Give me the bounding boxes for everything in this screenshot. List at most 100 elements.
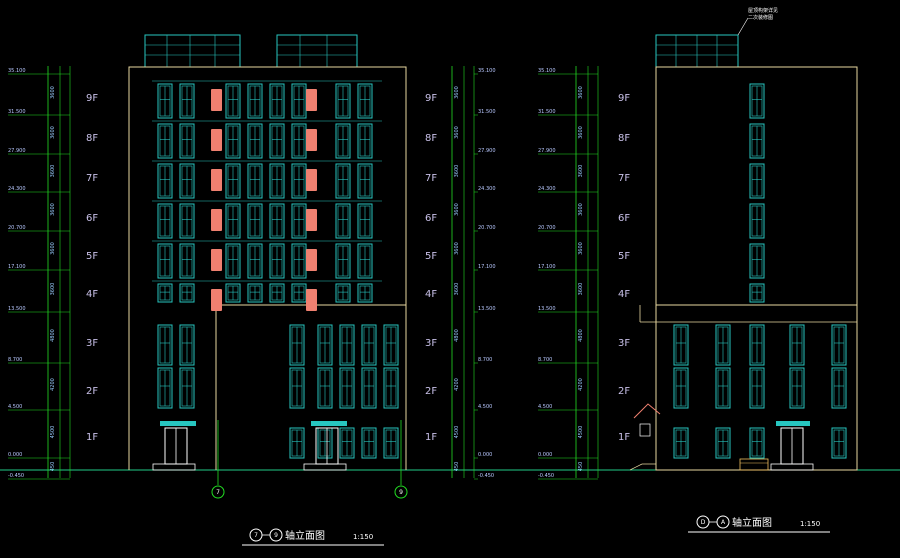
window-right-lower-0-1 [673, 367, 689, 409]
window-right-upper-0 [749, 83, 765, 119]
window-right-lower-1-1 [715, 367, 731, 409]
window-left-5-6 [335, 283, 351, 303]
title-axis-label-7: 7 [254, 532, 258, 539]
right-entrances [629, 403, 814, 471]
floor-label-1-4: 5F [425, 251, 437, 262]
window-right-lower-4-1 [831, 367, 847, 409]
dimension-label-0-2: 3600 [50, 165, 56, 178]
facade-panel-5-1 [306, 289, 317, 311]
window-podium-1-1 [317, 367, 333, 409]
dimension-label-1-9: 450 [454, 462, 460, 472]
floor-label-0-8: 1F [86, 432, 98, 443]
window-left-2-7 [357, 163, 373, 199]
elevation-label-2-5: 17.100 [538, 264, 556, 270]
elevation-label-1-4: 20.700 [478, 225, 496, 231]
facade-panel-3-0 [211, 209, 222, 231]
elevation-label-1-0: 35.100 [478, 68, 496, 74]
window-left-4-1 [179, 243, 195, 279]
window-left-3-3 [247, 203, 263, 239]
window-podium-2-1 [339, 367, 355, 409]
left-elevation: 7 9 [128, 34, 408, 499]
level-column-2: 35.10031.50027.90024.30020.70017.10013.5… [538, 66, 630, 480]
facade-panel-2-1 [306, 169, 317, 191]
axis-label-d: D [701, 519, 706, 526]
floor-label-0-7: 2F [86, 386, 98, 397]
dimension-label-2-5: 3600 [578, 283, 584, 296]
floor-label-0-6: 3F [86, 338, 98, 349]
window-left-3-5 [291, 203, 307, 239]
window-left-3-0 [157, 203, 173, 239]
left-drawing-scale: 1:150 [353, 533, 373, 541]
window-left-0-1 [179, 83, 195, 119]
window-left-4-6 [335, 243, 351, 279]
window-left-1-3 [247, 123, 263, 159]
facade-panel-3-1 [306, 209, 317, 231]
facade-panel-1-0 [211, 129, 222, 151]
floor-label-0-2: 7F [86, 173, 98, 184]
left-drawing-title-block: 7 9 轴立面图 1:150 [242, 528, 384, 546]
window-left-3-4 [269, 203, 285, 239]
window-left-2-4 [269, 163, 285, 199]
floor-label-0-5: 4F [86, 289, 98, 300]
window-left-0-5 [291, 83, 307, 119]
title-axis-label-9: 9 [274, 532, 278, 539]
right-drawing-scale: 1:150 [800, 520, 820, 528]
left-drawing-title: 轴立面图 [285, 529, 325, 542]
window-left-3-7 [357, 203, 373, 239]
floor-label-0-3: 6F [86, 213, 98, 224]
dimension-label-0-5: 3600 [50, 283, 56, 296]
window-left-lower-0-0 [157, 324, 173, 366]
right-drawing-title: 轴立面图 [732, 516, 772, 529]
elevation-label-2-3: 24.300 [538, 186, 556, 192]
dimension-label-2-0: 3600 [578, 86, 584, 99]
dimension-label-1-2: 3600 [454, 165, 460, 178]
window-left-1-7 [357, 123, 373, 159]
elevation-label-1-3: 24.300 [478, 186, 496, 192]
window-right-upper-1 [749, 123, 765, 159]
dimension-label-2-3: 3600 [578, 203, 584, 216]
dimension-label-2-1: 3600 [578, 126, 584, 139]
right-upper-volume [655, 66, 858, 306]
left-entrance [152, 421, 347, 471]
level-dimension-columns: 35.10031.50027.90024.30020.70017.10013.5… [8, 66, 630, 480]
elevation-label-1-5: 17.100 [478, 264, 496, 270]
dimension-label-1-4: 3600 [454, 242, 460, 255]
roof-note-leader [737, 17, 749, 36]
dimension-label-1-3: 3600 [454, 203, 460, 216]
window-podium-ground-4 [383, 427, 399, 459]
window-left-1-5 [291, 123, 307, 159]
window-right-upper-4 [749, 243, 765, 279]
dimension-label-1-1: 3600 [454, 126, 460, 139]
window-podium-ground-1 [317, 427, 333, 459]
dimension-label-0-4: 3600 [50, 242, 56, 255]
elevation-label-2-10: -0.450 [538, 473, 554, 479]
window-right-lower-0-0 [673, 324, 689, 366]
window-left-5-5 [291, 283, 307, 303]
dimension-label-2-9: 450 [578, 462, 584, 472]
floor-label-1-1: 8F [425, 133, 437, 144]
window-podium-4-1 [383, 367, 399, 409]
window-left-5-4 [269, 283, 285, 303]
elevation-label-0-5: 17.100 [8, 264, 26, 270]
dimension-label-1-5: 3600 [454, 283, 460, 296]
floor-label-1-3: 6F [425, 213, 437, 224]
elevation-label-0-9: 0.000 [8, 452, 22, 458]
floor-label-1-2: 7F [425, 173, 437, 184]
window-left-2-1 [179, 163, 195, 199]
elevation-label-1-7: 8.700 [478, 357, 492, 363]
window-left-2-2 [225, 163, 241, 199]
dimension-label-2-2: 3600 [578, 165, 584, 178]
axis-bubble-title-9 [269, 528, 283, 542]
window-podium-2-0 [339, 324, 355, 366]
level-column-0: 35.10031.50027.90024.30020.70017.10013.5… [8, 66, 98, 480]
window-left-0-7 [357, 83, 373, 119]
window-left-1-1 [179, 123, 195, 159]
window-left-5-7 [357, 283, 373, 303]
elevation-label-2-4: 20.700 [538, 225, 556, 231]
window-left-5-2 [225, 283, 241, 303]
left-roof-structure-1 [144, 34, 241, 68]
dimension-label-0-8: 4500 [50, 426, 56, 439]
window-podium-0-0 [289, 324, 305, 366]
elevation-label-0-8: 4.500 [8, 404, 22, 410]
floor-label-1-7: 2F [425, 386, 437, 397]
